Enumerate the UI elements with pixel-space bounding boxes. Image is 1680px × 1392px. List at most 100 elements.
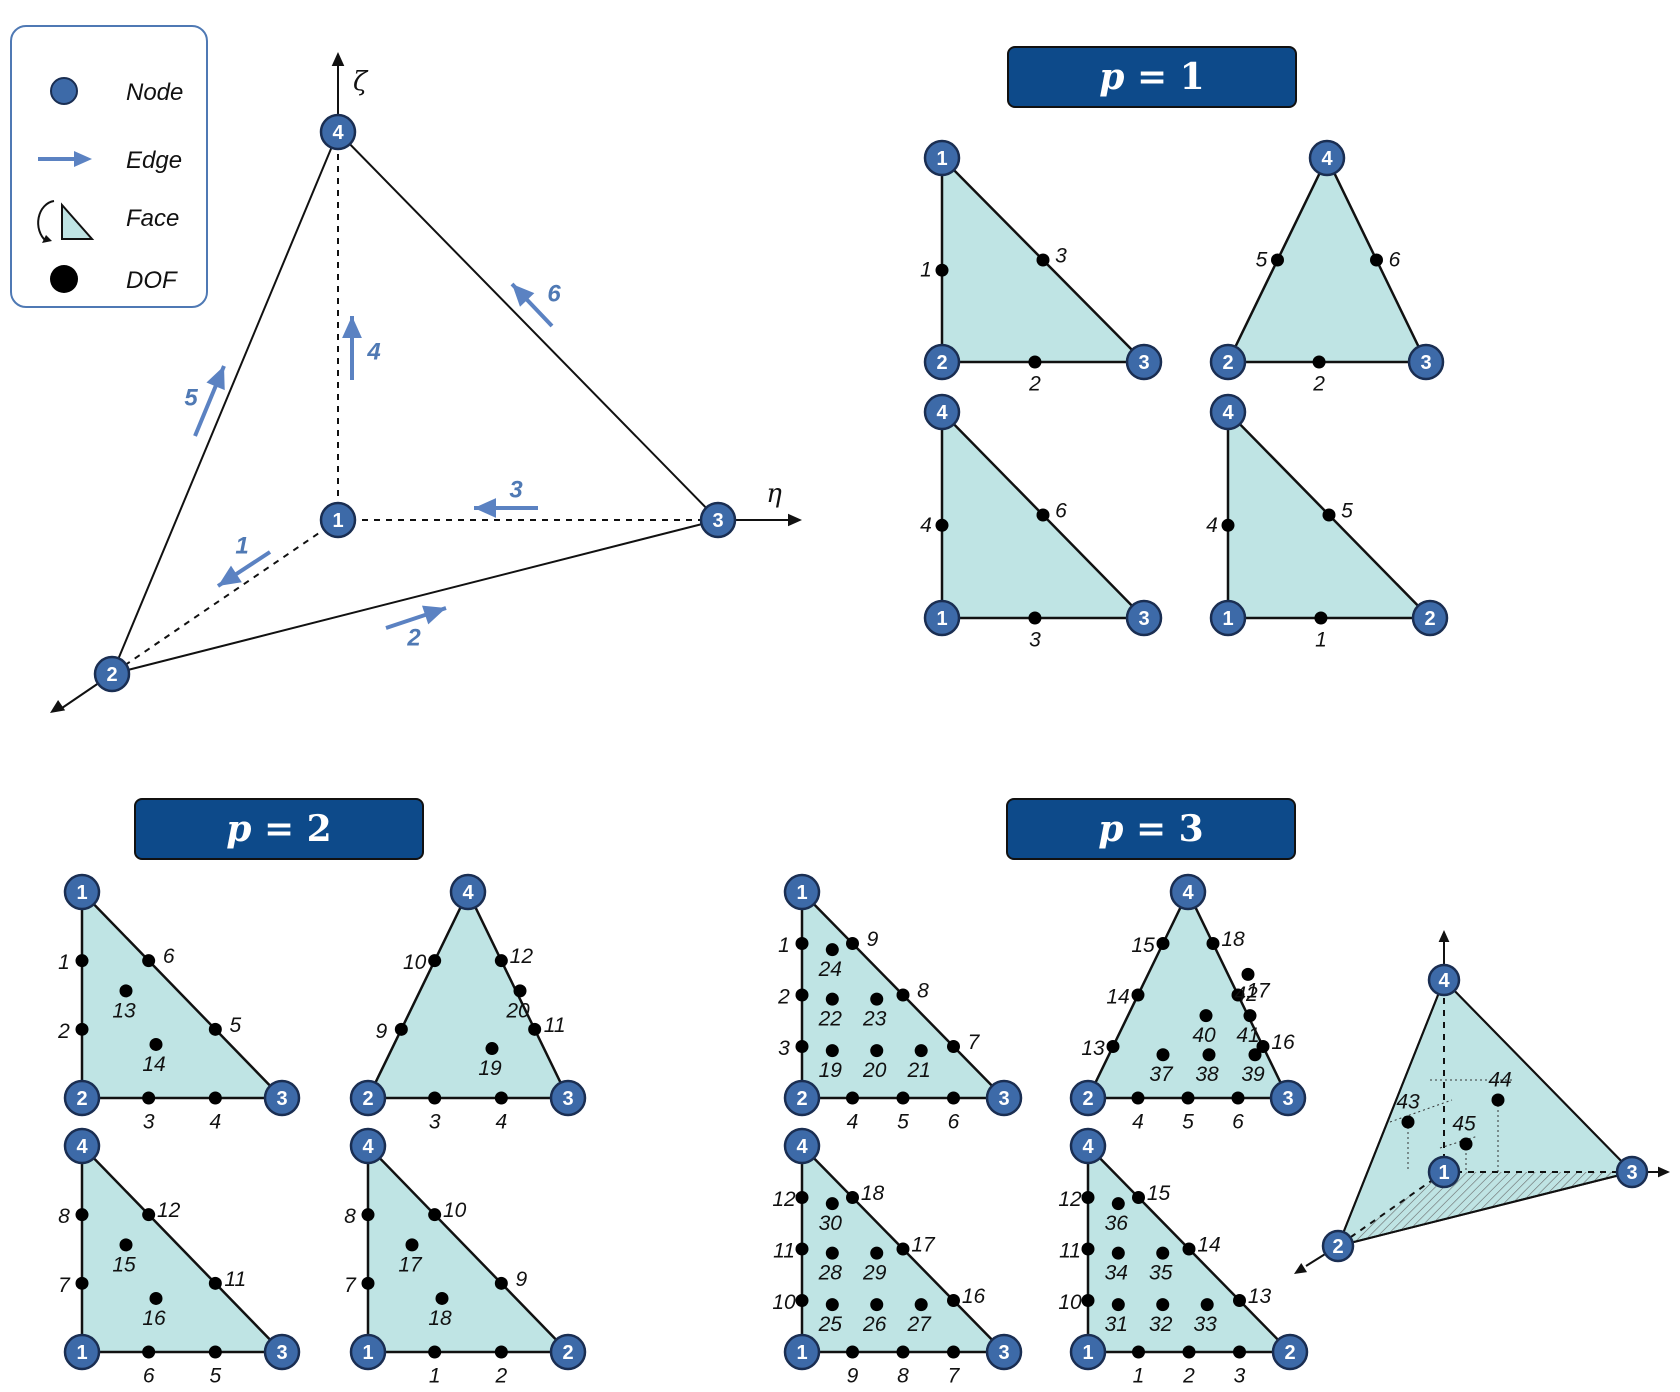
dof-label: 15 bbox=[112, 1253, 136, 1276]
dof-dot bbox=[394, 1022, 408, 1036]
node-circle bbox=[1209, 599, 1247, 637]
node-circle bbox=[549, 1333, 587, 1371]
dof-dot bbox=[1132, 1191, 1145, 1204]
node-circle bbox=[1125, 599, 1163, 637]
dof-label: 11 bbox=[773, 1240, 795, 1263]
dof-dot bbox=[435, 1291, 449, 1305]
dof-dot bbox=[1182, 1345, 1196, 1359]
edge-label: 4 bbox=[366, 339, 380, 366]
node-icon bbox=[50, 77, 78, 105]
dof-dot bbox=[795, 1294, 809, 1307]
dof-label: 45 bbox=[1452, 1113, 1476, 1136]
interior-xi-axis-head bbox=[1294, 1263, 1308, 1274]
dof-dot bbox=[1181, 1091, 1195, 1105]
dof-label: 8 bbox=[897, 1365, 909, 1388]
dof-dot bbox=[208, 1091, 222, 1105]
dof-label: 36 bbox=[1105, 1212, 1129, 1235]
dof-label: 26 bbox=[862, 1313, 887, 1336]
title-p3-eq: = 3 bbox=[1135, 808, 1204, 850]
dof-label: 33 bbox=[1194, 1313, 1218, 1336]
node-circle bbox=[783, 1079, 821, 1117]
dof-dot bbox=[870, 992, 884, 1006]
dof-label: 4 bbox=[920, 514, 932, 537]
interior-tet-edge bbox=[1337, 979, 1445, 1247]
dof-label: 1 bbox=[1133, 1365, 1145, 1388]
edge-label: 1 bbox=[235, 533, 248, 560]
node-label: 2 bbox=[362, 1088, 373, 1110]
dof-label: 10 bbox=[1058, 1291, 1082, 1314]
dof-dot bbox=[361, 1276, 375, 1290]
dof-dot bbox=[1132, 1345, 1145, 1359]
node-circle bbox=[63, 1127, 101, 1165]
dof-label: 42 bbox=[1234, 983, 1258, 1006]
node-label: 2 bbox=[1284, 1342, 1295, 1364]
node-label: 3 bbox=[712, 510, 723, 532]
dof-dot bbox=[795, 1040, 809, 1053]
dof-label: 37 bbox=[1149, 1063, 1174, 1086]
dof-label: 12 bbox=[157, 1199, 181, 1222]
node-circle bbox=[1308, 139, 1346, 177]
title-p2: p = 2 bbox=[134, 798, 424, 860]
node-label: 4 bbox=[362, 1136, 374, 1158]
dof-dot bbox=[1233, 1294, 1246, 1307]
dof-label: 35 bbox=[1149, 1262, 1173, 1285]
node-circle bbox=[263, 1333, 301, 1371]
dof-label: 11 bbox=[1059, 1240, 1081, 1263]
dof-label: 3 bbox=[429, 1111, 441, 1134]
dof-dot bbox=[1131, 1091, 1145, 1105]
dof-dot bbox=[1271, 253, 1284, 267]
dof-label: 30 bbox=[819, 1212, 843, 1235]
dof-dot bbox=[825, 1246, 839, 1260]
node-circle bbox=[1209, 343, 1247, 381]
dof-dot bbox=[494, 954, 508, 968]
dof-dot bbox=[825, 1044, 839, 1058]
edge-arrow-head bbox=[512, 284, 535, 307]
dof-dot bbox=[795, 988, 809, 1002]
dof-label: 14 bbox=[1106, 986, 1129, 1009]
dof-label: 5 bbox=[1341, 500, 1353, 523]
dof-dot bbox=[846, 937, 859, 950]
title-p1: p = 1 bbox=[1007, 46, 1297, 108]
dof-dot bbox=[1036, 253, 1050, 267]
dof-dot bbox=[1111, 1197, 1125, 1211]
dof-label: 6 bbox=[1055, 500, 1067, 523]
dof-dot bbox=[825, 943, 839, 957]
dof-dot bbox=[795, 1242, 809, 1256]
dof-dot bbox=[1156, 1048, 1170, 1062]
dof-label: 4 bbox=[1132, 1111, 1144, 1134]
title-p1-eq: = 1 bbox=[1136, 56, 1205, 98]
dof-label: 5 bbox=[229, 1014, 241, 1037]
interior-tet-edge bbox=[1337, 1171, 1633, 1247]
node-label: 3 bbox=[998, 1342, 1009, 1364]
dof-dot bbox=[935, 263, 949, 277]
dof-dot bbox=[75, 1208, 89, 1222]
node-circle bbox=[1427, 1155, 1461, 1189]
dof-dot bbox=[914, 1044, 928, 1058]
node-circle bbox=[1615, 1155, 1649, 1189]
dof-dot bbox=[870, 1044, 884, 1058]
interior-zeta-axis-head bbox=[1438, 930, 1450, 942]
dof-dot bbox=[208, 1022, 222, 1036]
dof-dot bbox=[1491, 1093, 1505, 1107]
node-circle bbox=[923, 139, 961, 177]
node-circle bbox=[1169, 873, 1207, 911]
dof-label: 6 bbox=[163, 945, 175, 968]
dof-label: 11 bbox=[224, 1268, 246, 1291]
node-label: 4 bbox=[1082, 1136, 1094, 1158]
dof-label: 17 bbox=[1246, 980, 1271, 1003]
dof-label: 2 bbox=[494, 1365, 507, 1388]
dof-dot bbox=[1111, 1298, 1125, 1312]
node-circle bbox=[985, 1079, 1023, 1117]
legend-face: Face bbox=[12, 197, 206, 243]
dof-label: 3 bbox=[1234, 1365, 1246, 1388]
dof-dot bbox=[896, 1242, 910, 1256]
face-triangle bbox=[366, 889, 570, 1100]
dof-label: 17 bbox=[398, 1253, 423, 1276]
dof-dot bbox=[485, 1042, 499, 1056]
dof-label: 13 bbox=[1248, 1285, 1272, 1308]
node-circle bbox=[449, 873, 487, 911]
dof-dot bbox=[846, 1345, 859, 1359]
dof-label: 4 bbox=[495, 1111, 507, 1134]
dof-label: 9 bbox=[847, 1365, 859, 1388]
face-triangle bbox=[80, 1142, 285, 1354]
